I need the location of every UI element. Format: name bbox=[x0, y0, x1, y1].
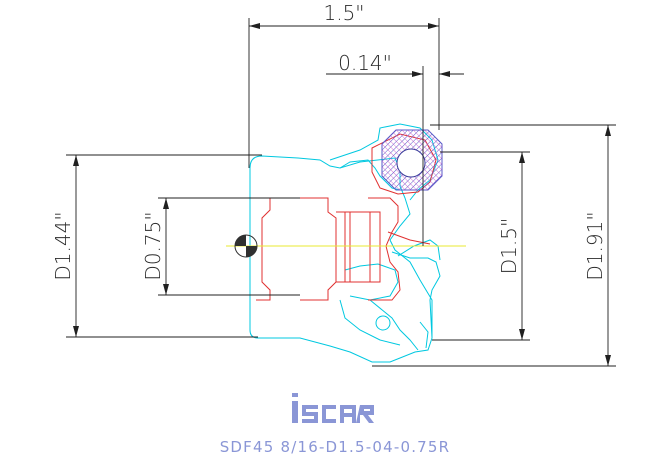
tool-body-outline bbox=[249, 123, 441, 363]
section-symbol bbox=[234, 234, 258, 258]
iscar-logo bbox=[292, 393, 374, 423]
dim-d-outer: D1.91" bbox=[583, 211, 607, 280]
dim-d-bore: D0.75" bbox=[141, 211, 165, 280]
dim-d-left: D1.44" bbox=[51, 211, 75, 280]
insert-octagon bbox=[381, 129, 443, 191]
dim-offset: 0.14" bbox=[338, 51, 392, 75]
dimension-arrowheads bbox=[73, 23, 611, 366]
part-caption: SDF45 8/16-D1.5-04-0.75R bbox=[219, 438, 451, 456]
dim-d-cut: D1.5" bbox=[497, 218, 521, 274]
dim-overall-width: 1.5" bbox=[323, 1, 364, 25]
dimension-lines bbox=[66, 18, 616, 367]
